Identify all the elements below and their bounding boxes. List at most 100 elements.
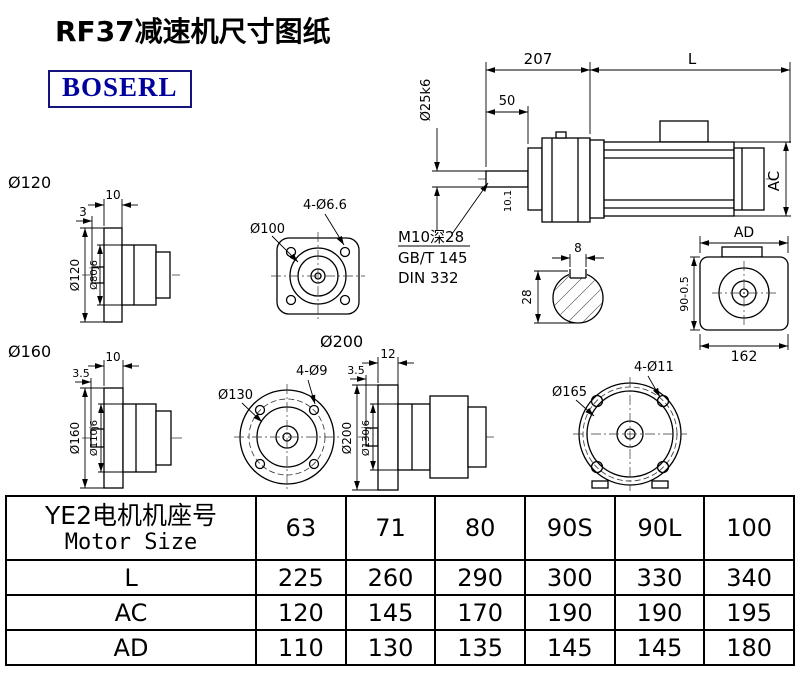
flange-100-label: Ø100 [250, 222, 285, 237]
dim-label-160-10: 10 [105, 350, 120, 364]
dim-label-key-width: 8 [574, 241, 582, 255]
table-row-l: L 225 260 290 300 330 340 [5, 559, 795, 596]
dimension-table: YE2电机机座号 Motor Size 63 71 80 90S 90L 100… [5, 495, 795, 666]
flange-165-front-view: Ø165 4-Ø11 [552, 360, 687, 491]
page-title: RF37减速机尺寸图纸 [55, 15, 331, 48]
cell-ad-90l: 145 [613, 629, 706, 666]
dim-label-120-pilot: Ø80j6 [88, 260, 100, 290]
cell-ac-63: 120 [255, 594, 347, 631]
size-header-71: 71 [344, 495, 437, 561]
dim-label-120-3: 3 [79, 205, 87, 219]
flange-100-front-view: Ø100 4-Ø6.6 [250, 198, 365, 320]
dim-label-207: 207 [524, 50, 553, 68]
flange-100-holes-label: 4-Ø6.6 [303, 198, 347, 213]
flange-130-leaders [241, 379, 316, 423]
cell-ac-80: 170 [434, 594, 526, 631]
cell-ad-63: 110 [255, 629, 347, 666]
cell-ad-80: 135 [434, 629, 526, 666]
cell-l-71: 260 [344, 559, 437, 596]
size-header-100: 100 [703, 495, 795, 561]
flange-200-label: Ø200 [320, 332, 363, 351]
dim-label-ad: AD [734, 225, 754, 241]
dim-label-120-outer: Ø120 [68, 259, 82, 291]
motor-size-header-cell: YE2电机机座号 Motor Size [5, 495, 257, 561]
flange-165-label: Ø165 [552, 385, 587, 400]
table-row-ac: AC 120 145 170 190 190 195 [5, 594, 795, 631]
row-label-ad: AD [5, 629, 257, 666]
cell-ad-100: 180 [703, 629, 795, 666]
size-header-90l: 90L [613, 495, 706, 561]
flange-165-leaders [575, 375, 661, 417]
keyway-geometry [552, 269, 604, 324]
header-en: Motor Size [64, 529, 198, 555]
header-cn: YE2电机机座号 [45, 500, 217, 530]
dim-label-shaft: Ø25k6 [419, 79, 434, 122]
dim-label-90: 90-0.5 [678, 276, 691, 311]
end-view-geometry [699, 246, 789, 331]
flange-100-leaders [271, 213, 345, 263]
flange-165-geometry [573, 377, 687, 491]
flange-200-dimensions [350, 357, 414, 491]
cell-ac-90s: 190 [523, 594, 616, 631]
cell-ad-71: 130 [344, 629, 437, 666]
logo-text: BOSERL [62, 72, 178, 102]
row-label-ac: AC [5, 594, 257, 631]
flange-200-side-view: Ø200 12 3.5 Ø200 Ø130j6 [320, 332, 494, 491]
table-row-ad: AD 110 130 135 145 145 180 [5, 629, 795, 666]
flange-130-holes-label: 4-Ø9 [296, 364, 327, 379]
size-header-80: 80 [434, 495, 526, 561]
flange-200-geometry [358, 384, 494, 491]
keyway-section-view: 8 28 [520, 241, 604, 324]
dim-label-200-12: 12 [380, 347, 395, 361]
dim-label-200-35: 3.5 [347, 364, 365, 377]
main-assembly-dimensions [398, 62, 791, 247]
cell-l-100: 340 [703, 559, 795, 596]
dim-label-160-pilot: Ø110j6 [88, 420, 100, 456]
flange-160-label: Ø160 [8, 342, 51, 361]
cell-ad-90s: 145 [523, 629, 616, 666]
flange-130-front-view: Ø130 4-Ø9 [218, 364, 340, 490]
flange-120-label: Ø120 [8, 173, 51, 192]
flange-120-geometry [82, 227, 180, 323]
dim-label-200-pilot: Ø130j6 [360, 420, 372, 456]
flange-120-side-view: Ø120 10 3 Ø120 Ø80j6 [8, 173, 180, 323]
dim-label-120-10: 10 [105, 188, 120, 202]
cell-ac-100: 195 [703, 594, 795, 631]
dim-label-160-35: 3.5 [72, 367, 90, 380]
flange-165-holes-label: 4-Ø11 [634, 360, 674, 375]
technical-drawings: 207 L 50 Ø25k6 10.1 AC M10深28 GB/T 145 D… [8, 50, 791, 491]
table-header-row: YE2电机机座号 Motor Size 63 71 80 90S 90L 100 [5, 495, 795, 561]
row-label-l: L [5, 559, 257, 596]
boserl-logo: BOSERL [48, 70, 192, 108]
thread-note: M10深28 [398, 228, 464, 246]
cell-l-63: 225 [255, 559, 347, 596]
cell-ac-90l: 190 [613, 594, 706, 631]
keyway-dimensions [534, 254, 604, 324]
standard-note-gbt: GB/T 145 [398, 249, 468, 267]
flange-160-dimensions [75, 360, 139, 489]
dim-label-ac: AC [765, 171, 783, 191]
dim-label-160-outer: Ø160 [68, 422, 82, 454]
cell-ac-71: 145 [344, 594, 437, 631]
dim-label-200-outer: Ø200 [340, 422, 354, 454]
main-assembly-geometry [478, 120, 778, 223]
flange-130-geometry [234, 384, 340, 490]
standard-note-din: DIN 332 [398, 269, 459, 287]
end-view-dimensions [690, 236, 789, 350]
size-header-90s: 90S [523, 495, 616, 561]
dim-label-50: 50 [499, 94, 516, 109]
size-header-63: 63 [255, 495, 347, 561]
gearbox-end-view: AD 90-0.5 162 [678, 225, 789, 365]
dim-label-162: 162 [731, 349, 758, 365]
dim-label-key-depth: 28 [520, 289, 534, 304]
cell-l-90l: 330 [613, 559, 706, 596]
flange-100-geometry [271, 232, 365, 320]
flange-130-label: Ø130 [218, 388, 253, 403]
dim-label-l: L [688, 50, 697, 68]
main-assembly-view: 207 L 50 Ø25k6 10.1 AC M10深28 GB/T 145 D… [398, 50, 791, 287]
flange-160-side-view: Ø160 10 3.5 Ø160 Ø110j6 [8, 342, 182, 489]
dim-label-101: 10.1 [503, 190, 514, 212]
cell-l-90s: 300 [523, 559, 616, 596]
cell-l-80: 290 [434, 559, 526, 596]
